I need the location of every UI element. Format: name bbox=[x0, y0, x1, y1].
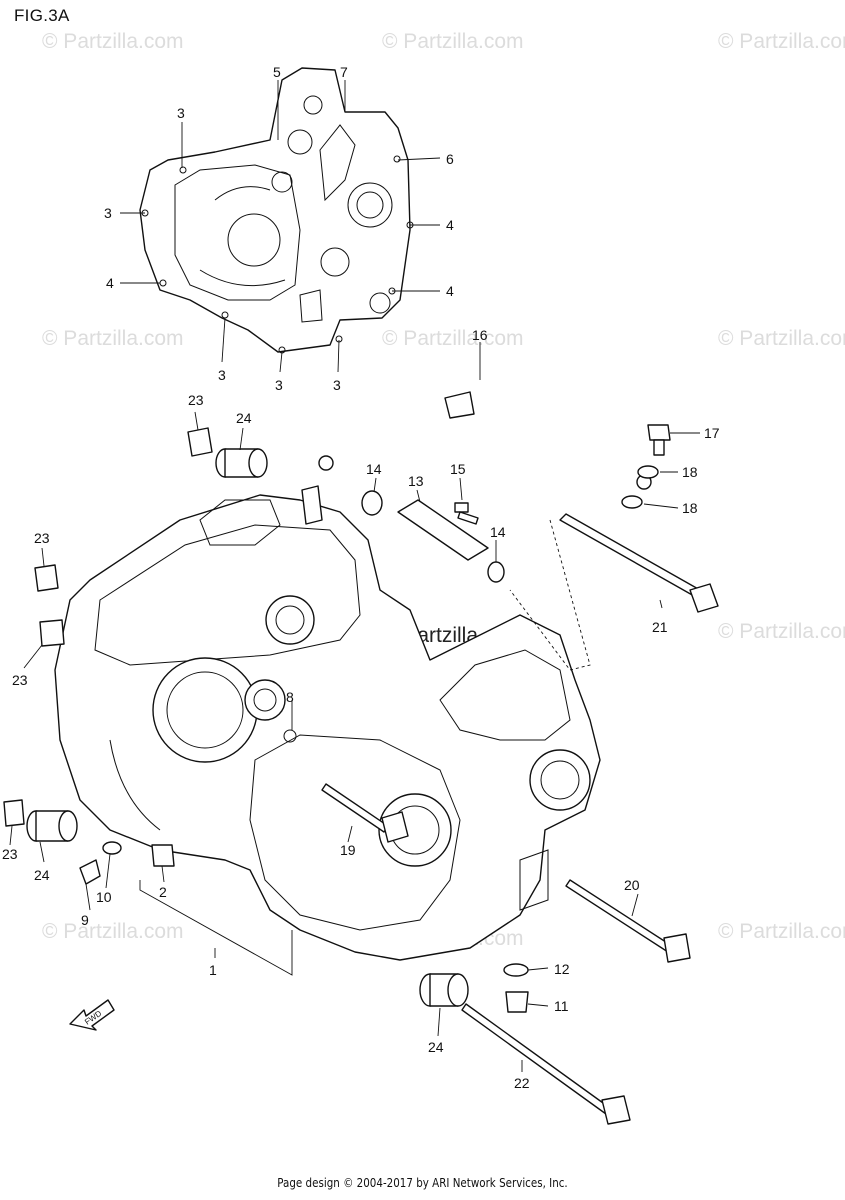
callout-23: 23 bbox=[188, 392, 204, 408]
callout-6: 6 bbox=[446, 151, 454, 167]
callout-4: 4 bbox=[446, 283, 454, 299]
leader-lines bbox=[9, 80, 700, 1072]
callout-20: 20 bbox=[624, 877, 640, 893]
parts-drawing bbox=[3, 376, 719, 1125]
callout-18: 18 bbox=[682, 500, 698, 516]
callout-3: 3 bbox=[275, 377, 283, 393]
watermark: © Partzilla.com bbox=[718, 327, 845, 350]
watermark: © Partzilla.com bbox=[718, 30, 845, 53]
callout-24: 24 bbox=[34, 867, 50, 883]
callout-22: 22 bbox=[514, 1075, 530, 1091]
callout-14: 14 bbox=[366, 461, 382, 477]
callout-3: 3 bbox=[177, 105, 185, 121]
callout-9: 9 bbox=[81, 912, 89, 928]
watermark: © Partzilla.com bbox=[382, 30, 524, 53]
callout-23: 23 bbox=[34, 530, 50, 546]
callout-labels: 3 3 3 3 3 4 4 4 5 6 7 23 24 23 23 23 24 … bbox=[2, 64, 720, 1091]
watermark: © Partzilla.com bbox=[382, 327, 524, 350]
watermark: © Partzilla.com bbox=[42, 920, 184, 943]
callout-7: 7 bbox=[340, 64, 348, 80]
callout-19: 19 bbox=[340, 842, 356, 858]
watermark: © Partzilla.com bbox=[718, 920, 845, 943]
callout-17: 17 bbox=[704, 425, 720, 441]
callout-1: 1 bbox=[209, 962, 217, 978]
callout-24: 24 bbox=[428, 1039, 444, 1055]
callout-11: 11 bbox=[554, 998, 569, 1014]
callout-18: 18 bbox=[682, 464, 698, 480]
callout-4: 4 bbox=[446, 217, 454, 233]
callout-23: 23 bbox=[2, 846, 18, 862]
crankcase-drawing bbox=[54, 485, 601, 961]
callout-3: 3 bbox=[104, 205, 112, 221]
callout-14: 14 bbox=[490, 524, 506, 540]
crankcase-gasket-drawing bbox=[139, 67, 414, 354]
callout-24: 24 bbox=[236, 410, 252, 426]
callout-16: 16 bbox=[472, 327, 488, 343]
figure-title: FIG.3A bbox=[14, 6, 70, 25]
callout-13: 13 bbox=[408, 473, 424, 489]
callout-8: 8 bbox=[286, 689, 294, 705]
watermark: © Partzilla.com bbox=[42, 30, 184, 53]
callout-2: 2 bbox=[159, 884, 167, 900]
callout-15: 15 bbox=[450, 461, 466, 477]
watermark: © Partzilla.com bbox=[718, 620, 845, 643]
callout-21: 21 bbox=[652, 619, 668, 635]
callout-12: 12 bbox=[554, 961, 570, 977]
callout-3: 3 bbox=[218, 367, 226, 383]
callout-4: 4 bbox=[106, 275, 114, 291]
callout-10: 10 bbox=[96, 889, 112, 905]
callout-23: 23 bbox=[12, 672, 28, 688]
page-footer: Page design © 2004-2017 by ARI Network S… bbox=[277, 1176, 568, 1190]
watermark: © Partzilla.com bbox=[42, 327, 184, 350]
callout-3: 3 bbox=[333, 377, 341, 393]
callout-5: 5 bbox=[273, 64, 281, 80]
